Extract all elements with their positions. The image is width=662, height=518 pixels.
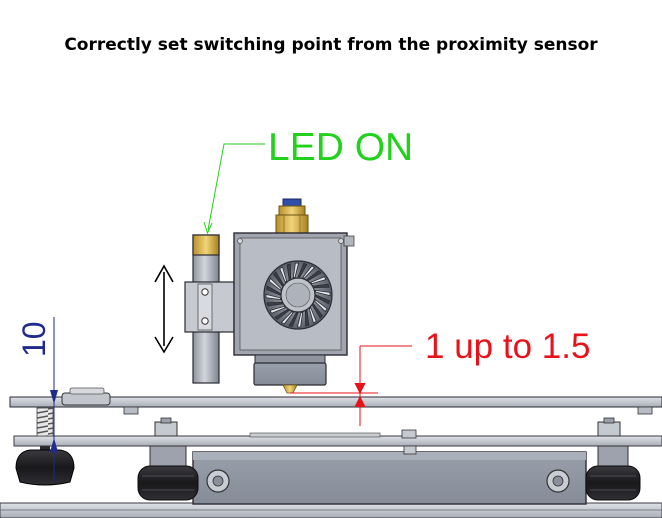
fan-blade xyxy=(266,301,284,307)
fan-blade xyxy=(297,263,308,278)
led-on-label: LED ON xyxy=(268,126,413,169)
fan-blade xyxy=(315,294,330,305)
fan-blade xyxy=(312,303,323,319)
dimension-10-label: 10 xyxy=(16,321,52,357)
fan-blade xyxy=(296,311,304,328)
rail-block xyxy=(192,451,587,505)
fan-blade xyxy=(310,276,327,285)
fan-blade xyxy=(306,270,322,281)
fan-blade xyxy=(314,298,328,313)
fan-blade xyxy=(273,271,284,287)
bolt-icon xyxy=(206,469,230,493)
leveling-knob xyxy=(15,446,75,486)
fan-icon xyxy=(263,260,333,330)
led-callout: LED ON xyxy=(203,126,413,235)
bottom-frame xyxy=(0,502,662,518)
proximity-sensor xyxy=(184,234,235,384)
fan-blade xyxy=(279,266,288,283)
nut-icon xyxy=(401,429,417,455)
adjust-arrow-icon xyxy=(154,264,174,354)
leveling-spring xyxy=(36,407,54,437)
gap-callout: 1 up to 1.5 xyxy=(290,327,590,426)
gap-label: 1 up to 1.5 xyxy=(425,327,590,366)
fan-blade xyxy=(308,307,317,324)
spring-dimension: 10 xyxy=(16,317,58,482)
fan-blade xyxy=(266,285,281,296)
fan-blade xyxy=(292,262,300,279)
fan-blade xyxy=(269,305,286,314)
fan-blade xyxy=(314,289,331,297)
fan-blade xyxy=(304,309,310,327)
fan-blade xyxy=(265,293,282,301)
fan-blade xyxy=(312,283,330,289)
carriage-plate xyxy=(13,432,662,447)
sensor-clamp xyxy=(184,281,235,333)
nut-icon xyxy=(597,417,621,437)
hotend-assembly xyxy=(233,198,355,394)
fan-blade xyxy=(288,312,299,327)
fan-blade xyxy=(301,265,316,279)
fan-blade xyxy=(286,263,292,281)
fan-blade xyxy=(274,309,290,320)
page-title: Correctly set switching point from the p… xyxy=(64,35,598,55)
wheel-left xyxy=(137,445,199,501)
pneumatic-fitting xyxy=(275,198,309,234)
fan-blade xyxy=(268,277,282,292)
print-bed xyxy=(9,387,662,415)
bolt-icon xyxy=(546,469,570,493)
nut-icon xyxy=(154,417,178,437)
fan-blade xyxy=(280,311,295,325)
wheel-right xyxy=(585,445,641,501)
